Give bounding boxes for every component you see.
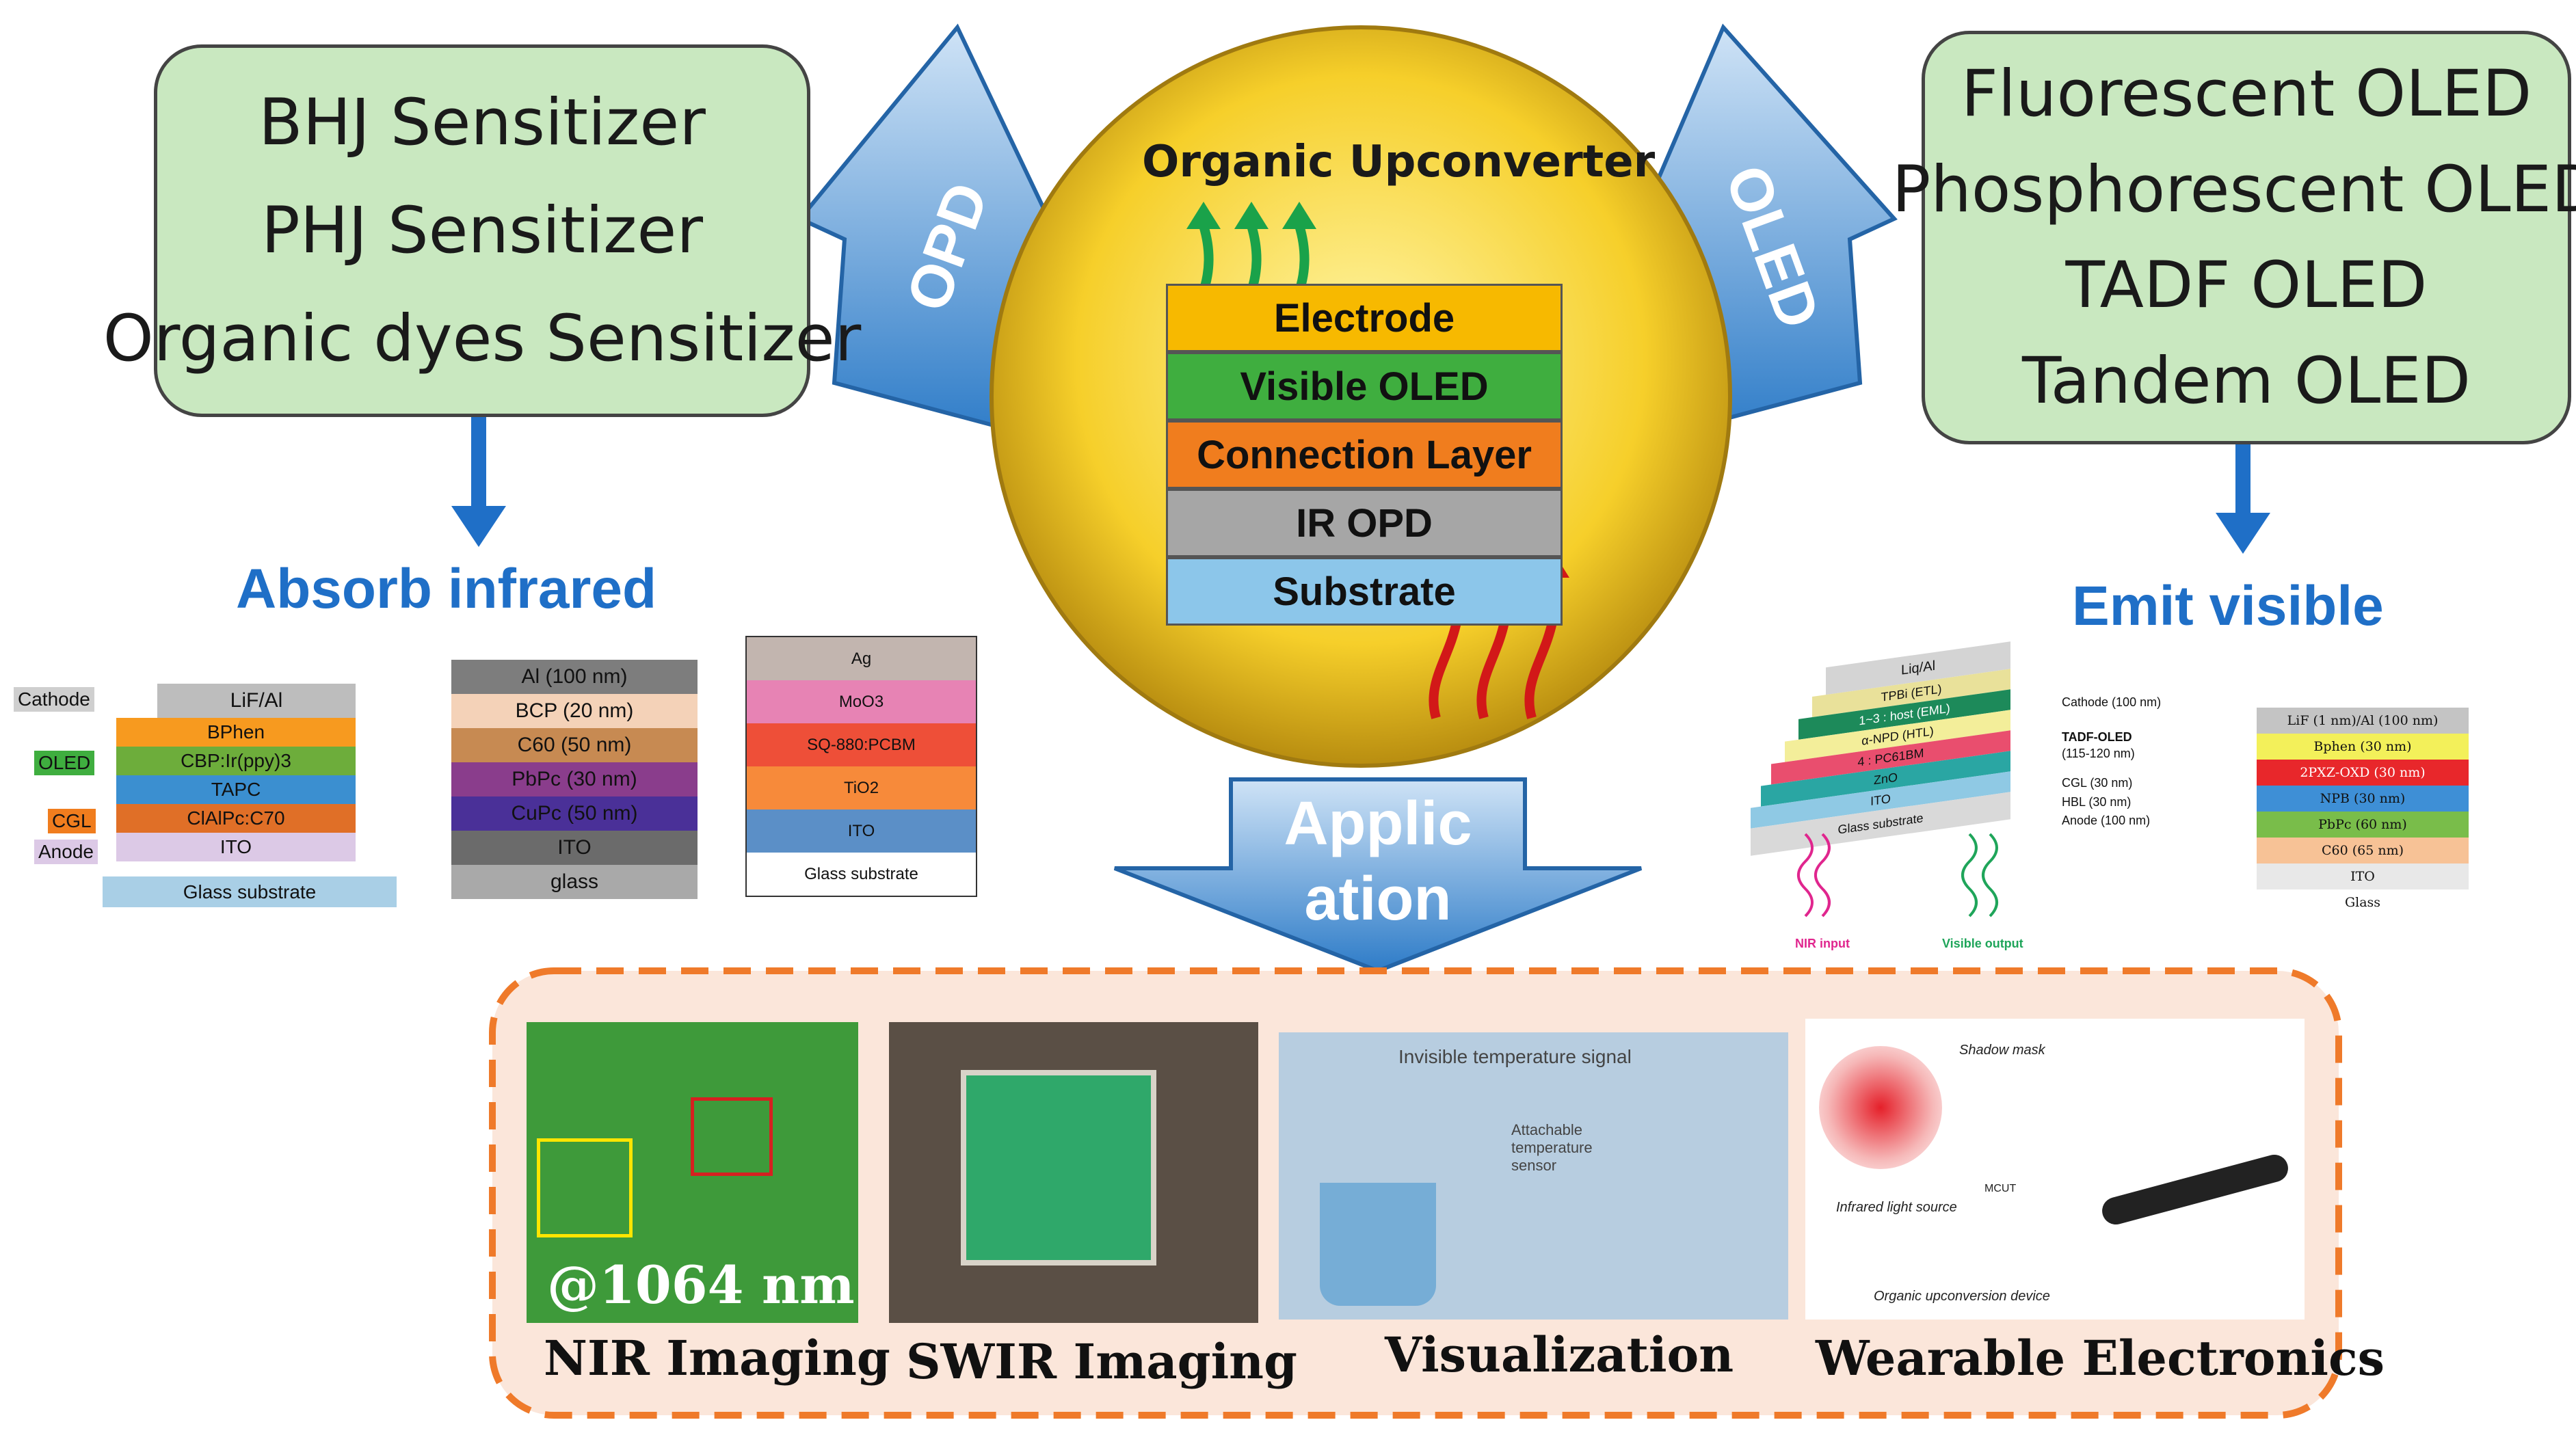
application-arrow-label: Applic ation (1251, 786, 1504, 937)
left-down-arrow (451, 506, 506, 547)
app-caption: Wearable Electronics (1816, 1330, 2385, 1387)
nir-imaging-panel: @1064 nm (527, 1022, 858, 1323)
device5-layer: Glass (2257, 889, 2469, 915)
device4-waves (1797, 833, 1998, 918)
cathode-label: Cathode (14, 687, 94, 712)
oled-type-item: Fluorescent OLED (1961, 56, 2532, 131)
device1-layer: BPhen (116, 718, 356, 747)
device5-layer: ITO (2257, 863, 2469, 889)
device3-layer: Glass substrate (747, 853, 976, 896)
core-layer-stack: Electrode Visible OLED Connection Layer … (1166, 284, 1563, 626)
oled-type-item: Phosphorescent OLED (1891, 152, 2576, 227)
device-stack-4: Liq/Al TPBi (ETL) 1~3 : host (EML) α-NPD… (1751, 641, 2010, 856)
visualization-overlay: Invisible temperature signal (1398, 1046, 1632, 1067)
sensitizer-item: PHJ Sensitizer (261, 193, 703, 268)
device2-layer: C60 (50 nm) (451, 728, 698, 762)
device2-layer: BCP (20 nm) (451, 694, 698, 728)
device1-layer: ITO (116, 833, 356, 861)
device1-layer: ClAlPc:C70 (116, 804, 356, 833)
application-arrow (1113, 777, 1643, 974)
device2-layer: PbPc (30 nm) (451, 762, 698, 796)
yellow-roi (537, 1138, 633, 1237)
device3-layer: Ag (747, 637, 976, 680)
app-caption: NIR Imaging (544, 1330, 890, 1387)
application-label-line1: Applic (1284, 790, 1472, 858)
red-roi (691, 1097, 773, 1176)
device5-layer: NPB (30 nm) (2257, 786, 2469, 812)
device-stack-5: LiF (1 nm)/Al (100 nm) Bphen (30 nm) 2PX… (2257, 708, 2469, 915)
device4-label: Cathode (100 nm) (2062, 695, 2162, 709)
core-layer: Connection Layer (1166, 420, 1563, 489)
wearable-electronics-panel: Shadow mask Infrared light source Organi… (1805, 1019, 2305, 1320)
app-caption: Visualization (1385, 1326, 1734, 1383)
device1-layer: LiF/Al (157, 684, 356, 718)
device4-label: TADF-OLED (2062, 730, 2132, 744)
sensitizer-box: BHJ Sensitizer PHJ Sensitizer Organic dy… (103, 44, 861, 417)
swir-imaging-panel (889, 1022, 1258, 1323)
earbud-icon (2099, 1151, 2292, 1228)
oled-type-item: TADF OLED (2065, 247, 2428, 323)
nir-overlay: @1064 nm (547, 1255, 855, 1315)
core-title: Organic Upconverter (1142, 137, 1656, 187)
device4-label: (115-120 nm) (2062, 747, 2135, 760)
device3-layer: ITO (747, 809, 976, 853)
sensitizer-item: Organic dyes Sensitizer (103, 301, 862, 376)
sensitizer-item: BHJ Sensitizer (258, 85, 706, 160)
app-caption: SWIR Imaging (906, 1333, 1297, 1390)
visualization-overlay2: Attachable temperature sensor (1511, 1121, 1593, 1174)
oled-types-box: Fluorescent OLED Phosphorescent OLED TAD… (1892, 31, 2576, 444)
device5-layer: 2PXZ-OXD (30 nm) (2257, 760, 2469, 786)
device4-label: Anode (100 nm) (2062, 814, 2151, 827)
mcut-label: MCUT (1984, 1183, 2017, 1194)
device1-layer: Glass substrate (103, 876, 397, 907)
device-stack-3: Ag MoO3 SQ-880:PCBM TiO2 ITO Glass subst… (745, 636, 977, 897)
device3-layer: MoO3 (747, 680, 976, 723)
anode-label: Anode (34, 840, 98, 864)
device-stack-1: LiF/Al BPhen CBP:Ir(ppy)3 TAPC ClAlPc:C7… (103, 684, 397, 907)
device4-label: HBL (30 nm) (2062, 795, 2132, 809)
device5-layer: Bphen (30 nm) (2257, 734, 2469, 760)
device-stack-2: Al (100 nm) BCP (20 nm) C60 (50 nm) PbPc… (451, 660, 698, 899)
shadow-mask-label: Shadow mask (1959, 1043, 2045, 1058)
cgl-label: CGL (48, 809, 96, 833)
device1-layer: TAPC (116, 775, 356, 804)
application-label-line2: ation (1304, 865, 1452, 933)
nir-input-label: NIR input (1795, 937, 1850, 950)
absorb-infrared-heading: Absorb infrared (236, 558, 657, 620)
device2-layer: CuPc (50 nm) (451, 796, 698, 831)
device4-label: CGL (30 nm) (2062, 776, 2133, 790)
core-layer: Visible OLED (1166, 352, 1563, 420)
glass-icon (1320, 1183, 1436, 1306)
core-layer: IR OPD (1166, 489, 1563, 557)
right-down-arrow (2216, 513, 2270, 554)
device2-layer: glass (451, 865, 698, 899)
device5-layer: C60 (65 nm) (2257, 838, 2469, 863)
device3-layer: TiO2 (747, 766, 976, 809)
oled-type-item: Tandem OLED (2021, 343, 2471, 418)
device2-layer: Al (100 nm) (451, 660, 698, 694)
upconversion-device-label: Organic upconversion device (1874, 1289, 2050, 1304)
ir-source-label: Infrared light source (1836, 1200, 1957, 1215)
emit-visible-heading: Emit visible (2072, 575, 2384, 637)
visualization-panel: Invisible temperature signal Attachable … (1279, 1032, 1788, 1320)
core-layer: Electrode (1166, 284, 1563, 352)
device2-layer: ITO (451, 831, 698, 865)
ir-glow (1819, 1046, 1942, 1169)
device1-layer: CBP:Ir(ppy)3 (116, 747, 356, 775)
swir-screen (961, 1070, 1156, 1265)
device5-layer: LiF (1 nm)/Al (100 nm) (2257, 708, 2469, 734)
device5-layer: PbPc (60 nm) (2257, 812, 2469, 838)
device3-layer: SQ-880:PCBM (747, 723, 976, 766)
oled-label: OLED (34, 751, 95, 775)
visible-output-label: Visible output (1942, 937, 2023, 950)
core-layer: Substrate (1166, 557, 1563, 626)
